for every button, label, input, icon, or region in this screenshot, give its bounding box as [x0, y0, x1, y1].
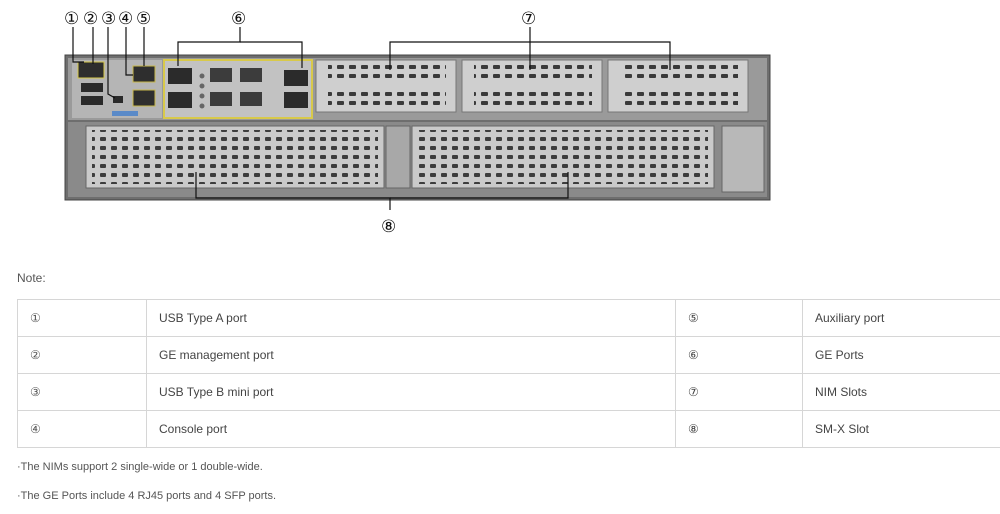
legend-number: ⑧ [676, 411, 803, 448]
legend-table: ① USB Type A port ⑤ Auxiliary port ② GE … [17, 299, 1000, 448]
smx-slot-left [86, 126, 384, 188]
legend-number: ⑦ [676, 374, 803, 411]
footnote-ge-ports: ·The GE Ports include 4 RJ45 ports and 4… [17, 490, 276, 502]
legend-label: Auxiliary port [803, 300, 1000, 337]
table-row: ① USB Type A port ⑤ Auxiliary port [18, 300, 1000, 337]
legend-label: GE management port [147, 337, 676, 374]
ge-ports-area [164, 60, 312, 118]
nim-slot-1 [316, 60, 456, 112]
callout-3: ③ [101, 9, 116, 29]
table-row: ② GE management port ⑥ GE Ports [18, 337, 1000, 374]
legend-label: USB Type A port [147, 300, 676, 337]
legend-number: ③ [18, 374, 147, 411]
legend-number: ⑤ [676, 300, 803, 337]
left-port-area [72, 60, 162, 118]
footnote-nim: ·The NIMs support 2 single-wide or 1 dou… [17, 461, 263, 473]
callout-2: ② [83, 9, 98, 29]
callout-4: ④ [118, 9, 133, 29]
legend-label: NIM Slots [803, 374, 1000, 411]
legend-number: ① [18, 300, 147, 337]
legend-number: ④ [18, 411, 147, 448]
callout-7: ⑦ [521, 9, 536, 29]
callout-8: ⑧ [381, 217, 396, 237]
legend-number: ⑥ [676, 337, 803, 374]
callout-5: ⑤ [136, 9, 151, 29]
legend-label: USB Type B mini port [147, 374, 676, 411]
right-panel [722, 126, 764, 192]
table-row: ④ Console port ⑧ SM-X Slot [18, 411, 1000, 448]
note-label: Note: [17, 271, 46, 285]
router-rear-panel-diagram: ① ② ③ ④ ⑤ ⑥ ⑦ ⑧ [0, 0, 1000, 245]
legend-number: ② [18, 337, 147, 374]
slot-divider [386, 126, 410, 188]
legend-label: Console port [147, 411, 676, 448]
nim-slot-2 [462, 60, 602, 112]
legend-label: SM-X Slot [803, 411, 1000, 448]
callout-1: ① [64, 9, 79, 29]
nim-slot-3 [608, 60, 748, 112]
callout-6: ⑥ [231, 9, 246, 29]
table-row: ③ USB Type B mini port ⑦ NIM Slots [18, 374, 1000, 411]
legend-label: GE Ports [803, 337, 1000, 374]
smx-slot-right [412, 126, 714, 188]
